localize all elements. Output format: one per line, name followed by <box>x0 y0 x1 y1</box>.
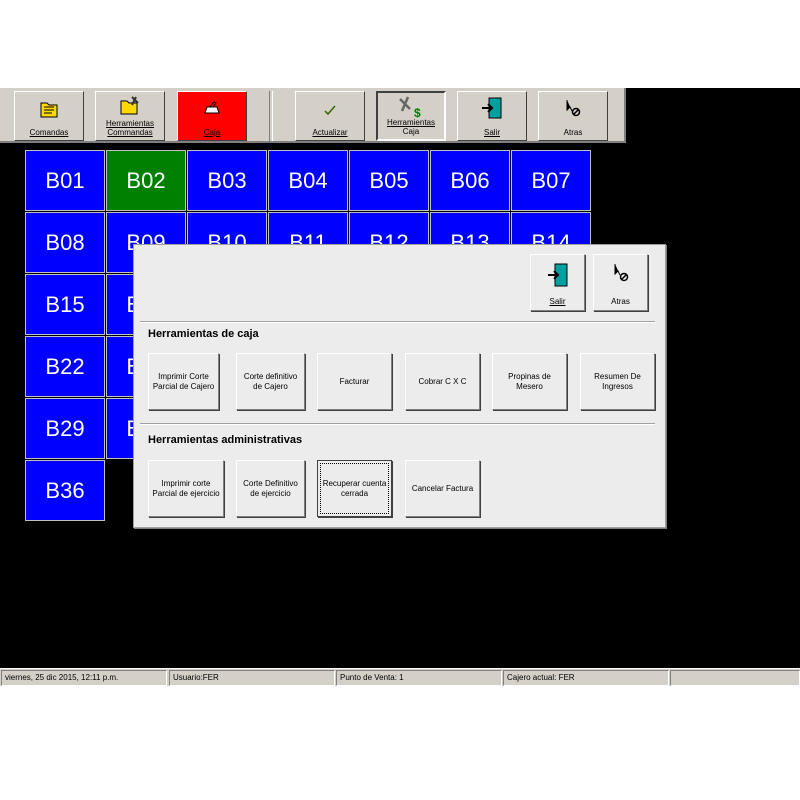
tools-folder-icon <box>118 95 142 119</box>
table-b02-button[interactable]: B02 <box>106 150 186 211</box>
caja-label: Caja <box>402 127 420 136</box>
status-bar: viernes, 25 dic 2015, 12:11 p.m. Usuario… <box>0 668 800 686</box>
divider <box>140 321 655 323</box>
comandas-button[interactable]: Comandas <box>14 91 84 141</box>
imprimir-corte-parcial-ejercicio-button[interactable]: Imprimir corte Parcial de ejercicio <box>148 460 224 517</box>
resumen-ingresos-button[interactable]: Resumen De Ingresos <box>580 353 655 410</box>
status-pos: Punto de Venta: 1 <box>336 670 502 686</box>
svg-text:$: $ <box>414 106 421 119</box>
table-b03-button[interactable]: B03 <box>187 150 267 211</box>
dialog-atras-button[interactable]: Atras <box>593 254 648 311</box>
herramientas-label: Herramientas <box>105 119 154 128</box>
dialog-salir-button[interactable]: Salir <box>530 254 585 311</box>
table-b06-button[interactable]: B06 <box>430 150 510 211</box>
imprimir-corte-parcial-cajero-button[interactable]: Imprimir Corte Parcial de Cajero <box>148 353 219 410</box>
corte-definitivo-ejercicio-button[interactable]: Corte Definitivo de ejercicio <box>236 460 305 517</box>
main-toolbar: Comandas Herramientas Commandas Caja Act… <box>0 88 626 143</box>
salir-button[interactable]: Salir <box>457 91 527 141</box>
recuperar-cuenta-cerrada-button[interactable]: Recuperar cuenta cerrada <box>317 460 392 517</box>
commandas-label: Commandas <box>107 128 153 137</box>
folder-icon <box>38 98 60 122</box>
cancelar-factura-button[interactable]: Cancelar Factura <box>405 460 480 517</box>
refresh-icon <box>323 104 337 118</box>
table-b22-button[interactable]: B22 <box>25 336 105 397</box>
cash-register-icon <box>201 98 223 122</box>
back-cursor-icon <box>563 98 583 120</box>
herramientas-caja-button[interactable]: $ Herramientas Caja <box>376 91 446 141</box>
corte-definitivo-cajero-button[interactable]: Corte definitivo de Cajero <box>236 353 305 410</box>
atras-button[interactable]: Atras <box>538 91 608 141</box>
caja-section-title: Herramientas de caja <box>148 328 259 340</box>
table-b05-button[interactable]: B05 <box>349 150 429 211</box>
actualizar-button[interactable]: Actualizar <box>295 91 365 141</box>
caja-button[interactable]: Caja <box>177 91 247 141</box>
herramientas-comandas-button[interactable]: Herramientas Commandas <box>95 91 165 141</box>
propinas-mesero-button[interactable]: Propinas de Mesero <box>492 353 567 410</box>
status-date: viernes, 25 dic 2015, 12:11 p.m. <box>1 670 167 686</box>
herramientas-caja-label: Herramientas <box>386 118 435 127</box>
admin-section-title: Herramientas administrativas <box>148 434 303 446</box>
tools-cash-icon: $ <box>396 95 426 121</box>
exit-door-icon <box>480 96 504 122</box>
table-b01-button[interactable]: B01 <box>25 150 105 211</box>
table-b36-button[interactable]: B36 <box>25 460 105 521</box>
table-b08-button[interactable]: B08 <box>25 212 105 273</box>
status-user: Usuario:FER <box>169 670 335 686</box>
divider <box>140 423 655 425</box>
toolbar-separator <box>269 91 273 141</box>
status-empty <box>670 670 800 686</box>
table-b04-button[interactable]: B04 <box>268 150 348 211</box>
table-b29-button[interactable]: B29 <box>25 398 105 459</box>
table-b07-button[interactable]: B07 <box>511 150 591 211</box>
table-b15-button[interactable]: B15 <box>25 274 105 335</box>
status-cashier: Cajero actual: FER <box>503 670 669 686</box>
facturar-button[interactable]: Facturar <box>317 353 392 410</box>
herramientas-caja-dialog: Salir Atras Herramientas de caja Imprimi… <box>133 244 666 528</box>
cobrar-cxc-button[interactable]: Cobrar C X C <box>405 353 480 410</box>
exit-door-icon <box>546 262 570 291</box>
back-cursor-icon <box>611 262 631 287</box>
